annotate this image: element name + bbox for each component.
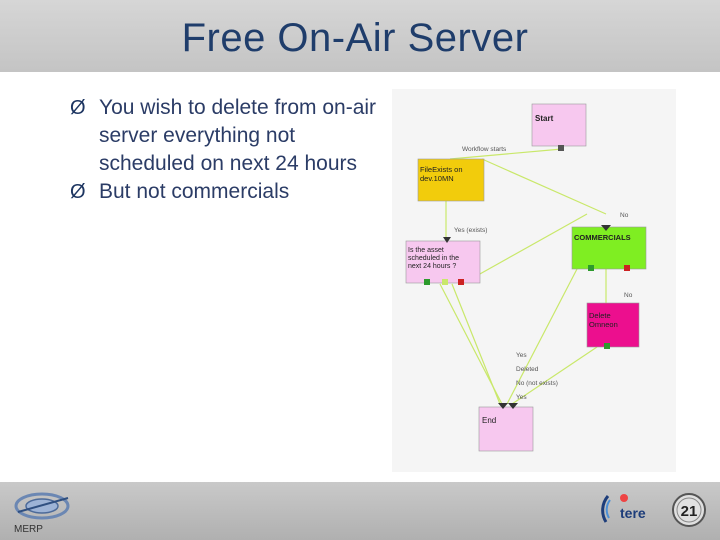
node-scheduled-label: Is the asset scheduled in the next 24 ho…	[408, 247, 461, 270]
edge-label: Workflow starts	[462, 146, 507, 153]
port-red	[624, 265, 630, 271]
bullet-item: Ø But not commercials	[70, 178, 380, 206]
port-green	[424, 279, 430, 285]
edge-label: Deleted	[516, 366, 539, 373]
node-file-exists-label: FileExists on dev.10MN	[420, 165, 465, 183]
arrow-head-icon	[508, 403, 518, 409]
node-scheduled	[405, 240, 481, 284]
arrow-head-icon	[443, 237, 451, 243]
edge-commercials-end	[506, 268, 578, 405]
svg-text:tere: tere	[620, 505, 646, 521]
scheduled-line: Is the asset	[408, 247, 444, 254]
bullet-list: Ø You wish to delete from on-air server …	[70, 94, 380, 206]
edge-delete-end	[511, 346, 598, 405]
merp-label: MERP	[14, 524, 43, 535]
node-delete	[586, 302, 640, 348]
edge-file-commercials	[481, 158, 607, 215]
tere-logo-icon: tere	[601, 494, 646, 523]
scheduled-line: next 24 hours ?	[408, 263, 456, 270]
title-bar	[0, 0, 720, 72]
page-number: 21	[680, 503, 698, 520]
edge-label: No	[624, 292, 633, 299]
workflow-svg: Start FileExists on dev.10MN Is the asse…	[405, 103, 647, 452]
arrow-bullet-icon: Ø	[70, 181, 86, 203]
file-exists-line: FileExists on	[420, 165, 463, 174]
edge-scheduled-commercials	[461, 213, 588, 285]
edge-scheduled-end-2	[451, 283, 501, 405]
node-file-exists	[417, 158, 485, 202]
node-end	[478, 406, 534, 452]
edge-label: Yes	[516, 394, 527, 401]
arrow-head-icon	[601, 225, 611, 231]
edge-label: No	[620, 212, 629, 219]
bullet-item: Ø You wish to delete from on-air server …	[70, 94, 380, 178]
delete-line: Delete	[589, 311, 611, 320]
delete-line: Omneon	[589, 320, 618, 329]
footer-bar	[0, 482, 720, 540]
port-green	[588, 265, 594, 271]
slide-title: Free On-Air Server	[181, 16, 529, 60]
arrow-bullet-icon: Ø	[70, 97, 86, 119]
node-commercials-label: COMMERCIALS	[574, 233, 631, 242]
bullet-text: You wish to delete from on-air server ev…	[99, 96, 377, 175]
workflow-diagram: Start FileExists on dev.10MN Is the asse…	[392, 89, 676, 472]
edges	[439, 148, 607, 405]
bullet-text: But not commercials	[99, 180, 290, 203]
edge-label: No (not exists)	[516, 380, 558, 387]
node-start	[531, 103, 587, 147]
node-delete-label: Delete Omneon	[589, 311, 618, 329]
edge-labels: Workflow starts No Yes (exists) No Yes D…	[454, 146, 633, 401]
port-green	[604, 343, 610, 349]
merp-logo-icon	[14, 492, 70, 520]
edge-label: Yes (exists)	[454, 227, 487, 234]
page-number-badge-icon	[672, 493, 706, 527]
edge-start-file	[449, 148, 563, 160]
node-start-port	[558, 145, 564, 151]
file-exists-line: dev.10MN	[420, 174, 454, 183]
arrow-head-icon	[498, 403, 508, 409]
node-end-label: End	[482, 416, 496, 425]
port-yellow	[442, 279, 448, 285]
port-red	[458, 279, 464, 285]
edge-label: Yes	[516, 352, 527, 359]
scheduled-line: scheduled in the	[408, 255, 459, 262]
node-start-label: Start	[535, 114, 554, 123]
